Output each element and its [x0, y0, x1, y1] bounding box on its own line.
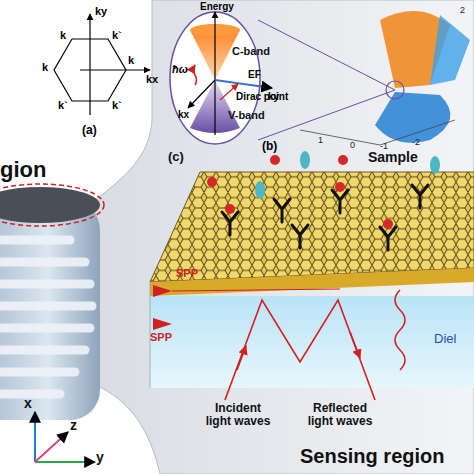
label-text: z [70, 418, 77, 433]
node-text: C-band [232, 46, 270, 58]
node-text: Diel [434, 332, 456, 346]
region-label-box: gion [0, 150, 100, 190]
node-text: V-band [228, 110, 265, 122]
label-text: k` [58, 100, 68, 112]
label-text: k [60, 30, 66, 42]
label-text: ky [95, 6, 107, 18]
label-text: 2 [460, 6, 465, 15]
label-text: Sample [368, 150, 418, 165]
label-text: Incident light waves [202, 402, 274, 427]
label-text: 0 [350, 141, 355, 150]
label-text: ħω [172, 64, 188, 76]
label-text: k [42, 62, 48, 74]
label-text: k` [112, 100, 122, 112]
label-text: k` [112, 30, 122, 42]
label-text: kx [146, 74, 158, 86]
label-text: 1 [318, 136, 323, 145]
label-text: -2 [412, 138, 420, 147]
label-text: (c) [168, 150, 184, 164]
label-text: Dirac point [236, 92, 288, 103]
label-text: kx [178, 110, 189, 121]
label-text: (a) [82, 124, 97, 137]
label-text: EF [248, 70, 261, 81]
label-text: y [96, 450, 104, 465]
label-text: SPP [176, 268, 198, 280]
node-text: Sensing region [300, 446, 444, 467]
label-text: SPP [150, 332, 172, 344]
band-cone-ellipse: C-bandV-band [170, 12, 260, 144]
dielectric-layer: Diel [150, 296, 474, 388]
label-text: Energy [200, 2, 234, 13]
node-text: gion [0, 158, 46, 181]
label-text: Reflected light waves [300, 402, 380, 427]
label-text: (b) [262, 140, 277, 153]
label-text: x [24, 396, 32, 411]
label-text: k [128, 55, 134, 67]
